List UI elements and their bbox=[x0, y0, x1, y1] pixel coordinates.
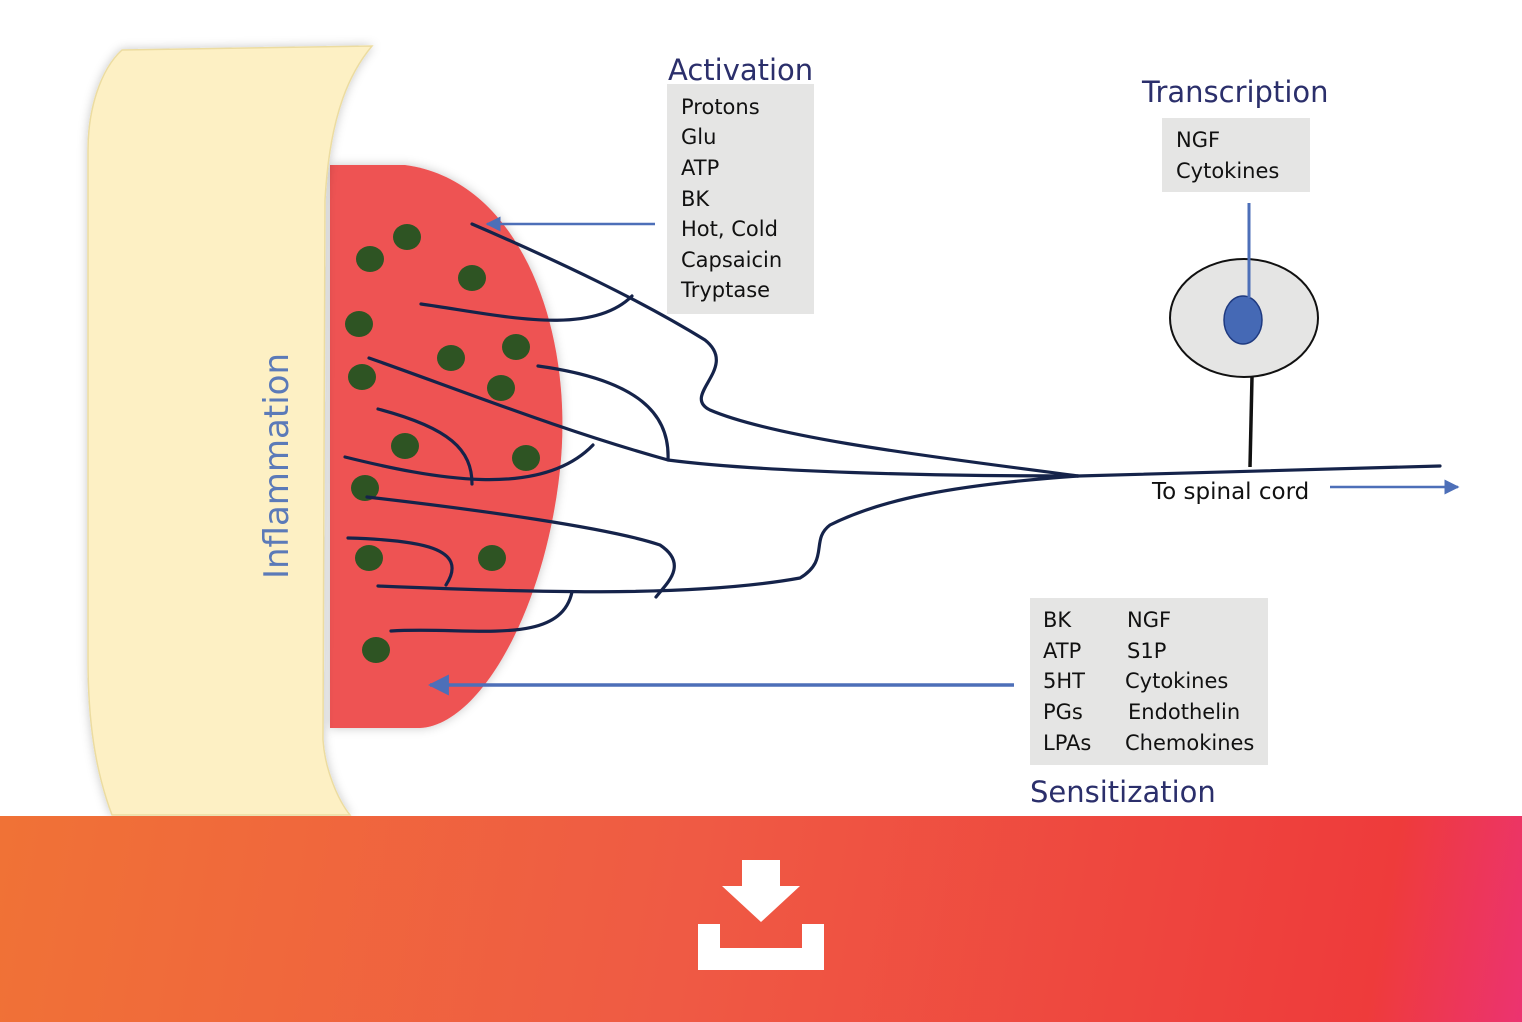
download-icon[interactable] bbox=[698, 860, 824, 970]
activation-item: Protons bbox=[681, 95, 760, 119]
activation-item: Hot, Cold bbox=[681, 217, 778, 241]
activation-item: Tryptase bbox=[681, 278, 771, 302]
cell bbox=[487, 375, 515, 401]
cell bbox=[345, 311, 373, 337]
nerve-fiber bbox=[389, 590, 574, 633]
activation-box: Protons Glu ATP BK Hot, Cold Capsaicin T… bbox=[667, 84, 814, 314]
cell bbox=[437, 345, 465, 371]
sensitization-item: Endothelin bbox=[1128, 700, 1241, 724]
cell bbox=[351, 475, 379, 501]
nerve-fiber bbox=[376, 407, 474, 486]
nerve-axon-main bbox=[1076, 464, 1442, 478]
cell bbox=[502, 334, 530, 360]
transcription-item: NGF bbox=[1176, 128, 1221, 152]
cell bbox=[348, 364, 376, 390]
sensitization-item: LPAs bbox=[1043, 731, 1092, 755]
cell bbox=[356, 246, 384, 272]
cell bbox=[458, 265, 486, 291]
activation-item: ATP bbox=[681, 156, 720, 180]
sensitization-item: Cytokines bbox=[1125, 669, 1229, 693]
cell-group bbox=[345, 224, 540, 663]
spinal-cord-label: To spinal cord bbox=[1152, 479, 1310, 505]
sensitization-item: 5HT bbox=[1043, 669, 1085, 693]
nerve-fiber bbox=[376, 474, 1080, 594]
nerve-fiber bbox=[346, 536, 454, 587]
neuron-axon-stem bbox=[1248, 376, 1254, 468]
sensitization-item: PGs bbox=[1043, 700, 1083, 724]
transcription-item: Cytokines bbox=[1176, 159, 1280, 183]
cell bbox=[478, 545, 506, 571]
sensitization-item: BK bbox=[1043, 608, 1072, 632]
activation-item: BK bbox=[681, 187, 710, 211]
nerve-fiber bbox=[365, 495, 676, 599]
sensitization-title: Sensitization bbox=[1030, 775, 1216, 809]
activation-item: Capsaicin bbox=[681, 248, 783, 272]
nerve-fiber bbox=[343, 443, 595, 482]
transcription-title: Transcription bbox=[1142, 75, 1329, 109]
activation-title: Activation bbox=[668, 53, 814, 87]
sensitization-box: BK ATP 5HT PGs LPAs NGF S1P Cytokines En… bbox=[1030, 598, 1268, 765]
transcription-box: NGF Cytokines bbox=[1162, 118, 1310, 192]
nerve-fiber bbox=[536, 364, 670, 462]
cell bbox=[391, 433, 419, 459]
nerve-fibers bbox=[343, 222, 1442, 633]
cell bbox=[512, 445, 540, 471]
nerve-fiber bbox=[367, 356, 1080, 478]
neuron-nucleus bbox=[1223, 295, 1263, 345]
inflammation-label: Inflammation bbox=[257, 352, 297, 580]
sensitization-item: ATP bbox=[1043, 639, 1082, 663]
cell bbox=[355, 545, 383, 571]
nerve-fiber bbox=[470, 222, 1080, 478]
activation-item: Glu bbox=[681, 125, 717, 149]
nerve-fiber bbox=[419, 294, 634, 322]
tissue-layer bbox=[87, 45, 374, 816]
sensitization-item: NGF bbox=[1127, 608, 1172, 632]
cell bbox=[393, 224, 421, 250]
sensitization-item: Chemokines bbox=[1125, 731, 1255, 755]
sensitization-item: S1P bbox=[1127, 639, 1167, 663]
cell bbox=[362, 637, 390, 663]
